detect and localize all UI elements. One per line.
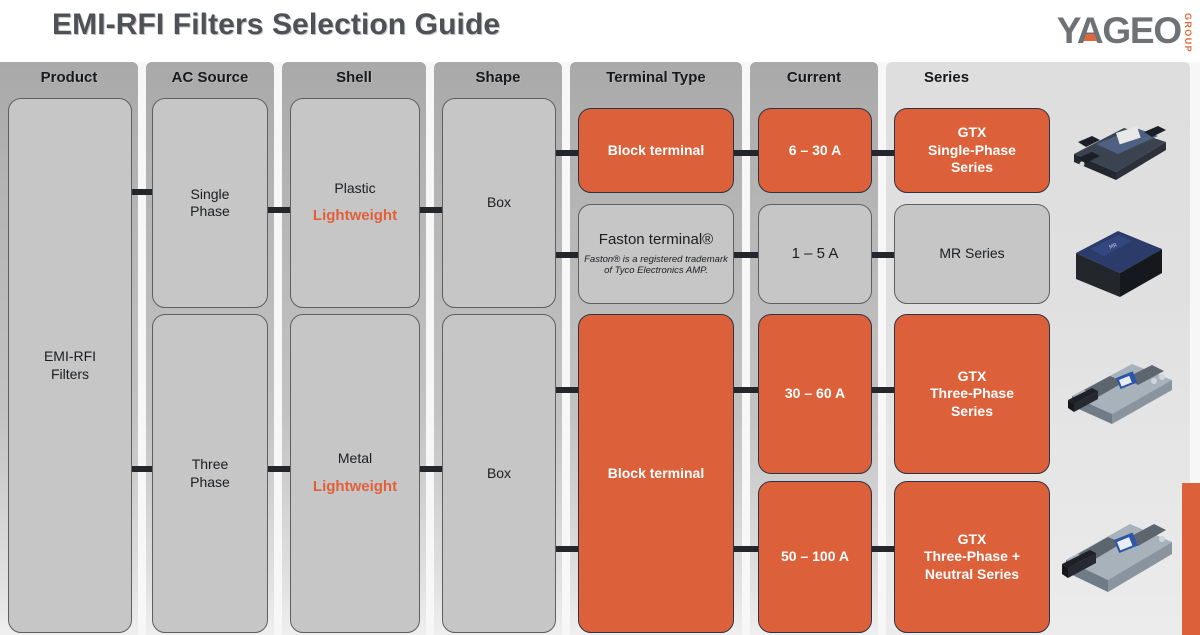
node-series-gtx-single-line1: GTX [957, 124, 987, 141]
yageo-wordmark-text: YAGEO [1056, 10, 1182, 51]
node-single-phase-line1: Single [190, 185, 230, 202]
node-terminal-faston-note: Faston® is a registered trademark of Tyc… [584, 253, 728, 277]
connector-single-to-plastic [262, 207, 296, 213]
node-three-phase-line1: Three [191, 456, 229, 472]
node-product-line2: Filters [50, 365, 90, 382]
connector-product-to-single [126, 189, 162, 195]
connector-block-to-6-30 [730, 150, 766, 156]
node-series-gtx-three-n-line3: Neutral Series [924, 565, 1020, 582]
column-header-ac-source: AC Source [171, 68, 249, 86]
connector-block-to-30-60 [730, 387, 766, 393]
page-title: EMI-RFI Filters Selection Guide [52, 8, 501, 41]
yageo-group-label: GROUP [1183, 13, 1193, 54]
node-shell-metal[interactable]: Metal Lightweight [290, 314, 420, 633]
node-shape-box-top[interactable]: Box [442, 98, 556, 308]
node-terminal-faston[interactable]: Faston terminal® Faston® is a registered… [578, 204, 734, 304]
node-terminal-block-bottom-label: Block terminal [607, 464, 705, 481]
node-current-50-100a-label: 50 – 100 A [781, 548, 849, 565]
node-ac-source-three-phase[interactable]: Three Phase [152, 314, 268, 633]
node-series-gtx-three-phase-neutral[interactable]: GTX Three-Phase + Neutral Series [894, 481, 1050, 633]
node-series-gtx-three-n-line1: GTX [957, 530, 987, 547]
node-ac-source-single-phase[interactable]: Single Phase [152, 98, 268, 308]
node-shape-box-bottom-label: Box [486, 464, 512, 481]
node-shell-plastic-material: Plastic [334, 179, 376, 196]
svg-text:MR: MR [1109, 242, 1119, 251]
node-series-gtx-three-line2: Three-Phase [929, 385, 1015, 402]
connector-1-5-to-mr [866, 252, 902, 258]
selection-guide-chart: Product AC Source Shell Shape Terminal T… [0, 62, 1200, 635]
node-series-mr-label: MR Series [939, 245, 1005, 262]
column-header-shape: Shape [475, 68, 521, 86]
node-shell-plastic[interactable]: Plastic Lightweight [290, 98, 420, 308]
column-header-shell: Shell [336, 68, 372, 86]
node-three-phase-line2: Phase [190, 473, 230, 490]
connector-6-30-to-gtx-single [866, 150, 902, 156]
node-terminal-faston-label: Faston terminal® [598, 230, 714, 248]
connector-box-to-block-top [550, 150, 584, 156]
gtx-three-phase-neutral-filter-photo [1050, 510, 1178, 600]
node-single-phase-line2: Phase [190, 203, 230, 219]
node-current-6-30a[interactable]: 6 – 30 A [758, 108, 872, 193]
node-series-mr[interactable]: MR Series [894, 204, 1050, 304]
node-shell-metal-material: Metal [337, 450, 373, 467]
node-current-1-5a-label: 1 – 5 A [791, 244, 839, 262]
connector-box-to-block-bottom-a [550, 387, 584, 393]
connector-faston-to-1-5 [730, 252, 766, 258]
node-series-gtx-single-line2: Single-Phase [928, 141, 1016, 158]
node-current-30-60a[interactable]: 30 – 60 A [758, 314, 872, 474]
node-series-gtx-single-phase[interactable]: GTX Single-Phase Series [894, 108, 1050, 193]
title-bar: EMI-RFI Filters Selection Guide YAGEO GR… [0, 0, 1200, 62]
connector-three-to-metal [262, 466, 296, 472]
mr-series-module-photo: MR [1070, 219, 1170, 303]
connector-metal-to-box-bottom [414, 466, 448, 472]
node-series-gtx-three-n-line2: Three-Phase + [923, 548, 1021, 565]
column-header-current: Current [786, 68, 842, 86]
yageo-a-accent-icon [1083, 34, 1097, 41]
node-series-gtx-single-line3: Series [950, 159, 994, 176]
node-product-line1: EMI-RFI [43, 348, 97, 364]
node-series-gtx-three-line1: GTX [957, 367, 987, 384]
node-terminal-block-top[interactable]: Block terminal [578, 108, 734, 193]
node-current-50-100a[interactable]: 50 – 100 A [758, 481, 872, 633]
node-series-gtx-three-line3: Series [950, 402, 994, 419]
node-series-gtx-three-phase[interactable]: GTX Three-Phase Series [894, 314, 1050, 474]
connector-block-to-50-100 [730, 546, 766, 552]
node-shell-plastic-highlight: Lightweight [312, 207, 398, 225]
connector-product-to-three [126, 466, 162, 472]
yageo-wordmark: YAGEO [1056, 10, 1182, 51]
node-shape-box-top-label: Box [486, 194, 512, 211]
yageo-logo: YAGEO GROUP [1056, 10, 1193, 54]
node-shape-box-bottom[interactable]: Box [442, 314, 556, 633]
connector-50-100-to-gtx-three-n [866, 546, 902, 552]
node-current-30-60a-label: 30 – 60 A [784, 385, 846, 402]
column-header-terminal-type: Terminal Type [606, 68, 706, 86]
node-current-6-30a-label: 6 – 30 A [788, 141, 842, 158]
gtx-single-phase-filter-photo [1066, 114, 1174, 186]
connector-box-to-block-bottom-b [550, 546, 584, 552]
node-terminal-block-bottom[interactable]: Block terminal [578, 314, 734, 633]
node-current-1-5a[interactable]: 1 – 5 A [758, 204, 872, 304]
node-product-emi-rfi-filters[interactable]: EMI-RFI Filters [8, 98, 132, 633]
connector-plastic-to-box-top [414, 207, 448, 213]
column-header-product: Product [40, 68, 98, 86]
gtx-three-phase-filter-photo [1058, 352, 1178, 434]
column-header-series: Series [924, 68, 970, 86]
connector-30-60-to-gtx-three [866, 387, 902, 393]
node-shell-metal-highlight: Lightweight [312, 477, 398, 495]
right-edge-accent-bar [1182, 483, 1200, 635]
node-terminal-block-top-label: Block terminal [607, 141, 705, 158]
connector-box-to-faston [550, 252, 584, 258]
